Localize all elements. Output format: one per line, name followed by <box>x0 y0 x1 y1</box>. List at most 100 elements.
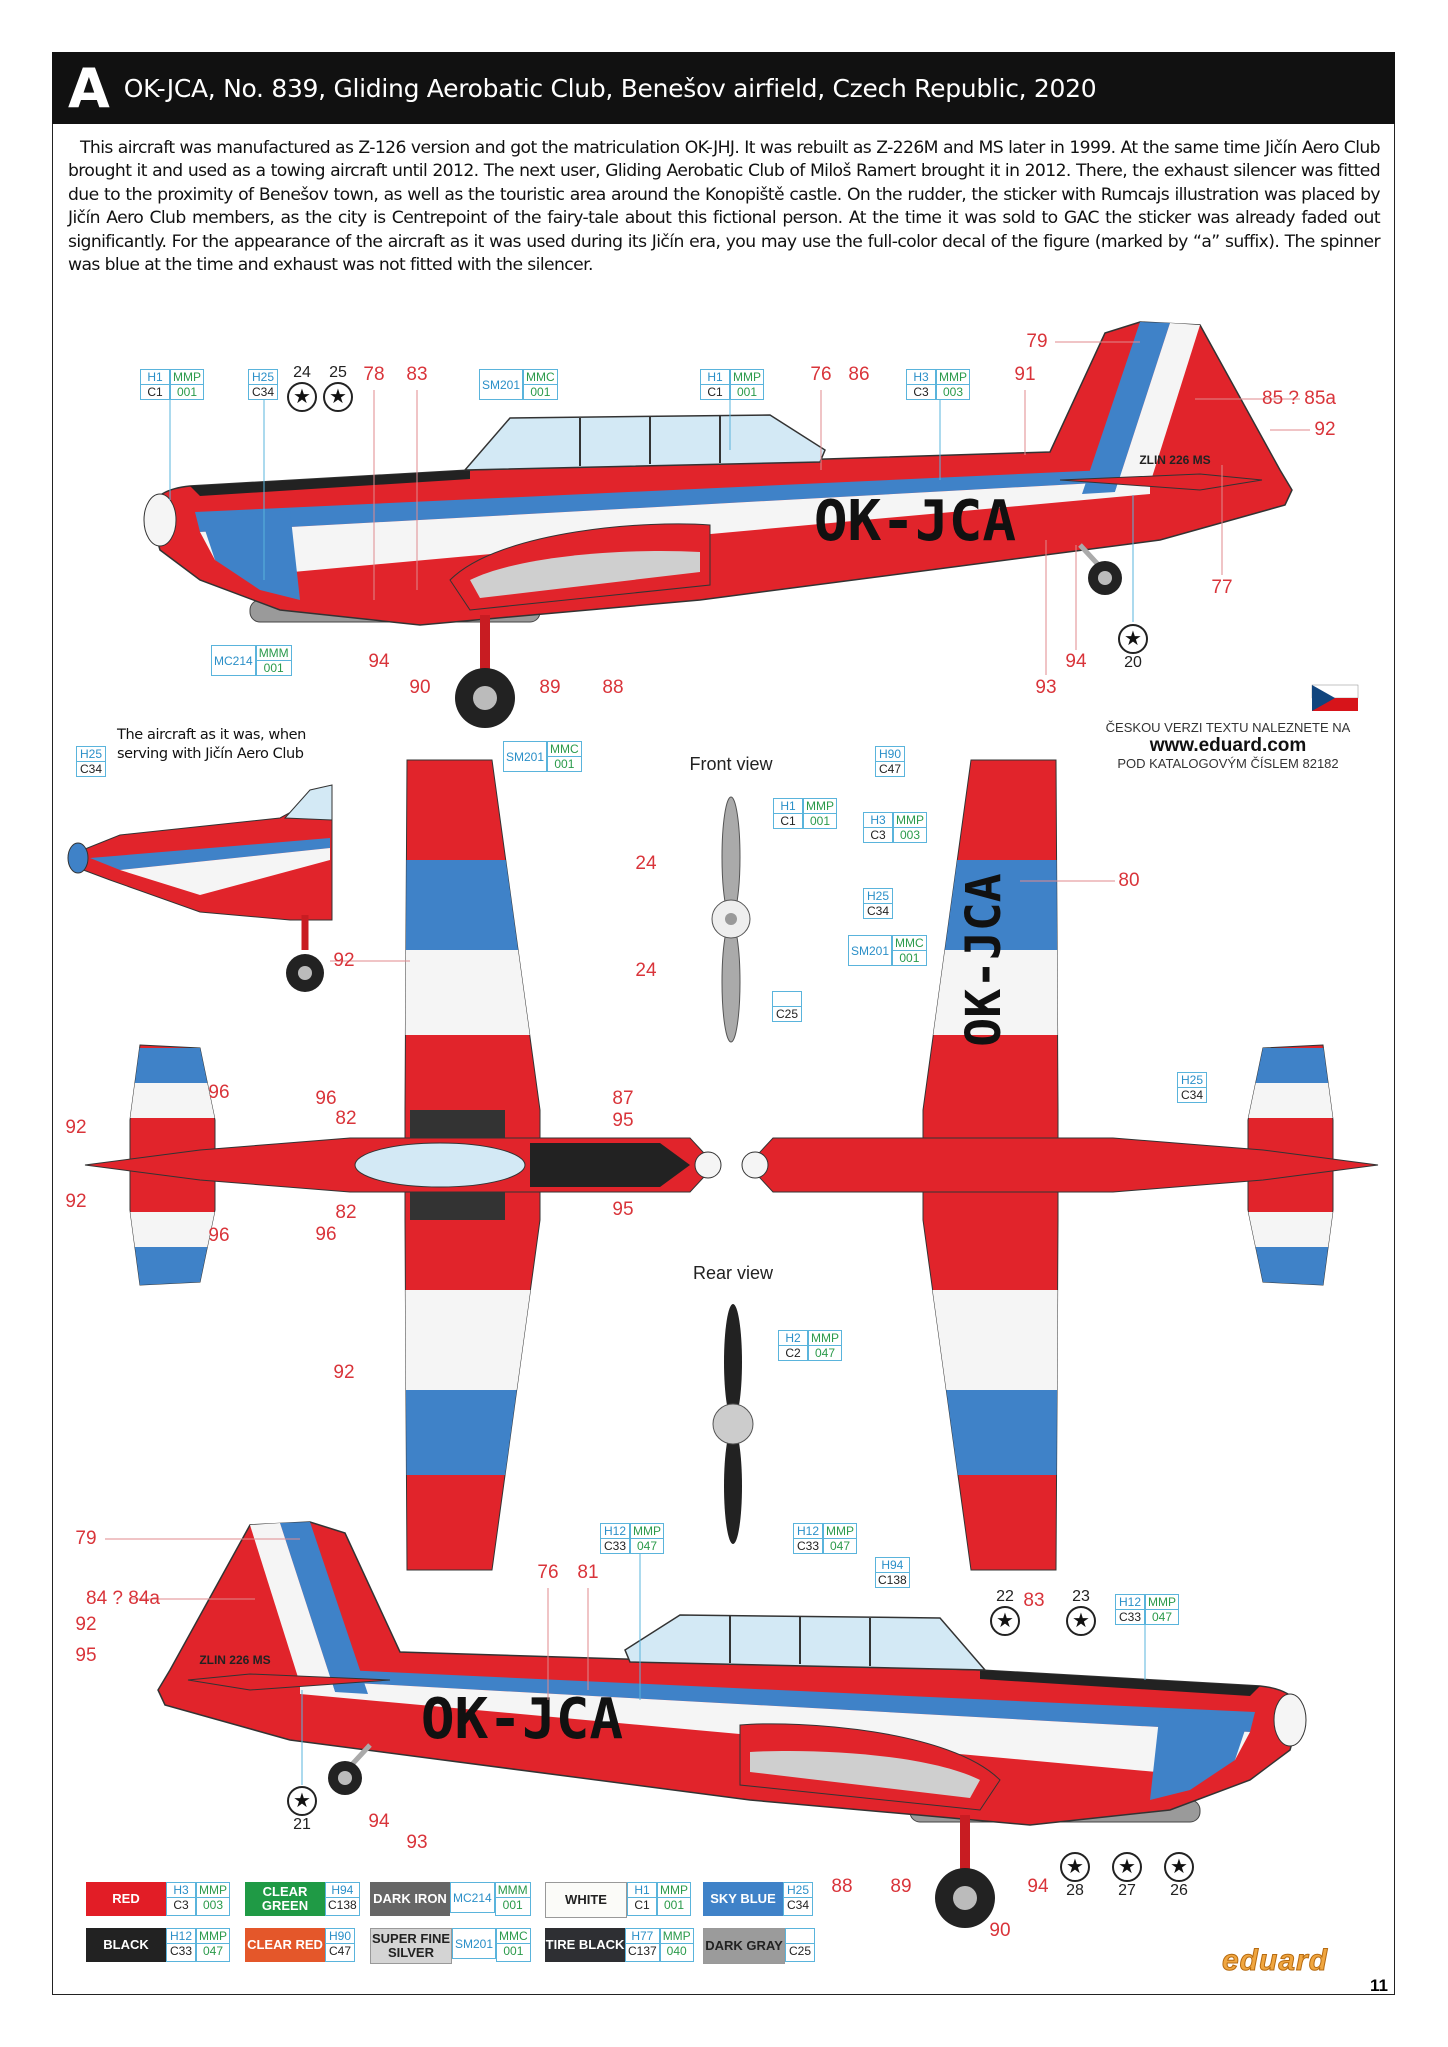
registration-right: OK-JCA <box>421 1687 623 1752</box>
paint-code-brand: MMP <box>199 1883 227 1897</box>
paint-code-brand: MMM <box>497 1883 528 1897</box>
paint-code-h: H3 <box>913 370 929 384</box>
wing-root-grille <box>410 1110 505 1138</box>
paint-code-brand: MMP <box>199 1929 227 1943</box>
decal-callout-number: 88 <box>602 677 624 698</box>
paint-code-c: C3 <box>167 1897 195 1912</box>
paint-code-number: 001 <box>256 660 291 675</box>
wing-root-grille <box>410 1192 505 1220</box>
decal-callout-number: 94 <box>1065 651 1087 672</box>
propeller-rear <box>712 1304 754 1544</box>
paint-code-h: H1 <box>780 799 796 813</box>
decal-callout-number: 93 <box>406 1832 428 1853</box>
paint-code-c: C47 <box>876 761 904 776</box>
decal-callout-number: 95 <box>75 1645 97 1666</box>
paint-code-h: H12 <box>1118 1595 1141 1609</box>
paint-code-c: C137 <box>626 1943 659 1958</box>
paint-code-h: H1 <box>634 1883 650 1897</box>
paint-code-h <box>773 992 801 1006</box>
paint-code-c: C33 <box>794 1538 822 1553</box>
canopy-top <box>354 1142 526 1188</box>
paint-code-c: C47 <box>326 1943 354 1958</box>
stencil-number: 21 <box>293 1816 311 1833</box>
decal-callout-number: 92 <box>65 1191 87 1212</box>
decal-callout-number: 79 <box>75 1528 97 1549</box>
paint-code-h: H77 <box>631 1929 654 1943</box>
rear-view-label: Rear view <box>692 1263 774 1283</box>
paint-code-primary: SM201 <box>503 741 548 772</box>
paint-code-h: H2 <box>785 1331 801 1345</box>
decal-callout-number: 77 <box>1211 577 1233 598</box>
inset-caption-line: serving with Jičín Aero Club <box>117 746 304 762</box>
decal-callout-number: 94 <box>368 651 390 672</box>
stencil-number: 26 <box>1170 1882 1188 1899</box>
czech-note-line2: POD KATALOGOVÝM ČÍSLEM 82182 <box>1117 756 1339 771</box>
stencil-star-marker: ★26 <box>1164 1852 1194 1900</box>
legend-item-dark-gray: DARK GRAY C25 <box>703 1928 815 1964</box>
paint-code-c: C1 <box>628 1897 656 1912</box>
paint-code-brand: MMP <box>660 1883 688 1897</box>
decal-callout-number: 94 <box>1027 1876 1049 1897</box>
color-swatch: WHITE <box>545 1882 627 1918</box>
eduard-logo: eduard <box>1221 1944 1329 1978</box>
paint-code-column: C25 <box>785 1928 815 1962</box>
decal-callout-number: 93 <box>1035 677 1057 698</box>
paint-code-number: 001 <box>524 384 557 399</box>
paint-code-c: C138 <box>876 1572 909 1587</box>
decal-callout-number: 78 <box>363 364 385 385</box>
decal-callout-number: 87 <box>612 1088 634 1109</box>
star-icon: ★ <box>1118 624 1148 654</box>
paint-code-c: C34 <box>77 761 105 776</box>
paint-code-h: H25 <box>866 889 889 903</box>
stencil-star-marker: ★27 <box>1112 1852 1142 1900</box>
paint-code-c: C138 <box>326 1897 359 1912</box>
paint-code-brand: MMP <box>733 370 761 384</box>
decal-callout-number: 24 <box>635 853 657 874</box>
paint-code-box: C25 <box>772 991 802 1022</box>
paint-code-c: C33 <box>601 1538 629 1553</box>
paint-code-primary: MC214 <box>450 1882 495 1913</box>
paint-code-c: C33 <box>1116 1609 1144 1624</box>
czech-note-url[interactable]: www.eduard.com <box>1149 735 1307 756</box>
paint-code-h: H12 <box>796 1524 819 1538</box>
color-swatch: SUPER FINE SILVER <box>370 1928 452 1964</box>
paint-code-brand: MMP <box>826 1524 854 1538</box>
stencil-number: 20 <box>1124 654 1142 671</box>
decal-callout-number: 96 <box>208 1225 230 1246</box>
color-swatch: CLEAR GREEN <box>245 1882 325 1916</box>
